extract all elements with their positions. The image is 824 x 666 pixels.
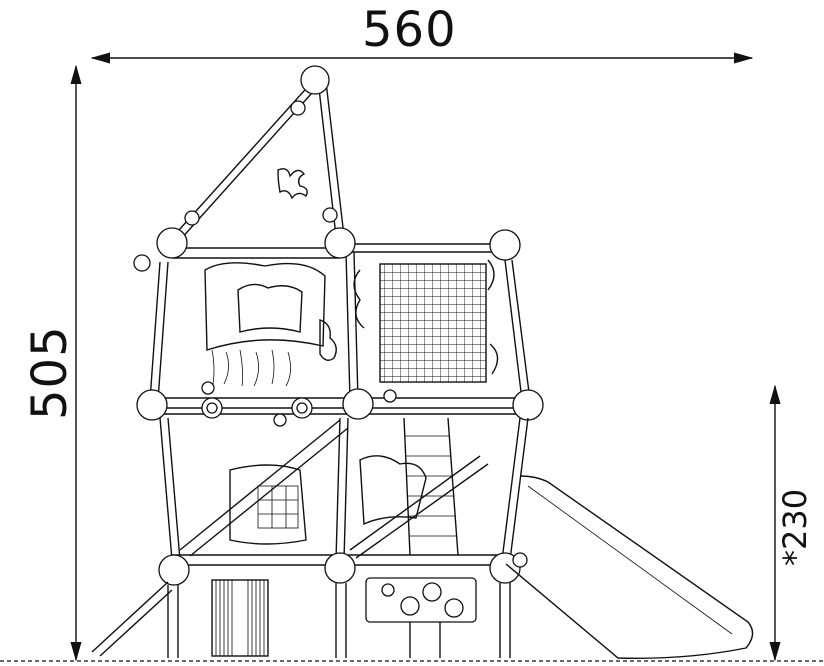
middle-platform (136, 381, 544, 427)
climbing-net (353, 259, 499, 383)
slide (505, 475, 754, 659)
lower-activity-panel (229, 455, 427, 545)
lower-frame (158, 417, 529, 586)
width-dimension-label: 560 (362, 2, 457, 58)
roof-triangle (169, 65, 345, 241)
side-rail (91, 581, 169, 653)
upper-left-panel (204, 262, 337, 391)
platform-height-label: *230 (776, 488, 814, 566)
upper-frame (133, 227, 531, 401)
activity-board (365, 577, 477, 623)
side-rail-inner (99, 589, 173, 657)
ground-posts (167, 583, 511, 658)
height-dimension-label: 505 (22, 325, 78, 420)
ladder (403, 417, 459, 556)
step-ladder (211, 579, 269, 657)
